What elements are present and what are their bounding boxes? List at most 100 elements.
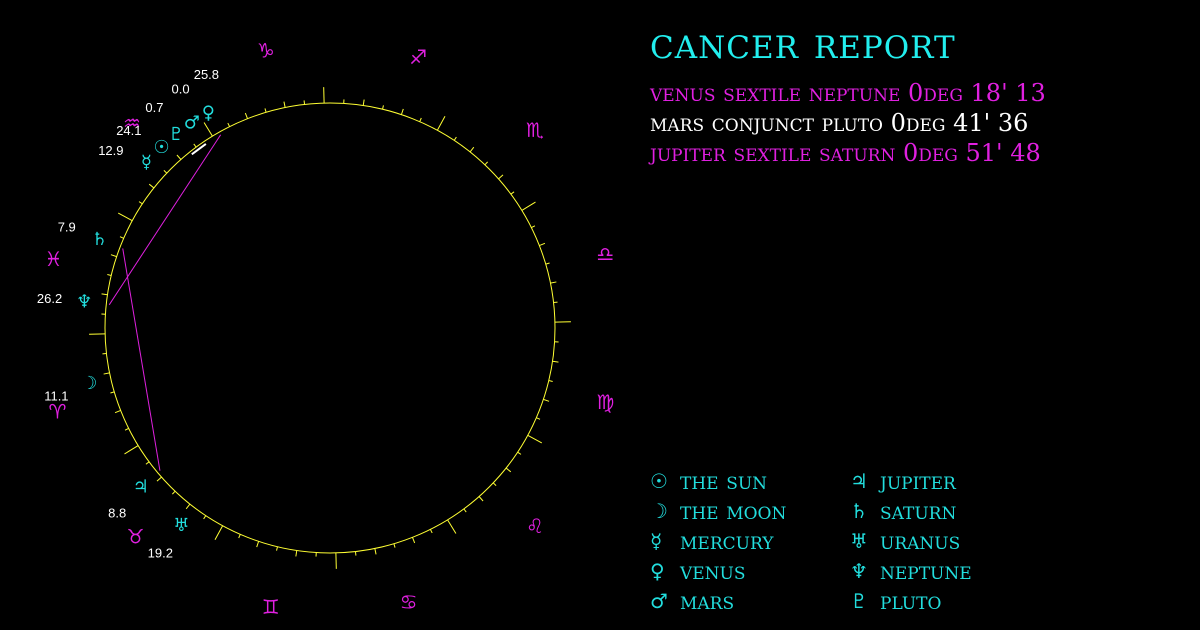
legend-item-saturn: ♄ SATURN	[850, 496, 1050, 526]
wheel-tick	[550, 281, 557, 284]
aspect-line-3: JUPITER SEXTILE SATURN 0DEG 51' 48	[650, 139, 1041, 167]
wheel-tick	[484, 161, 488, 166]
wheel-tick	[103, 372, 110, 375]
neptune-degree-label: 26.2	[37, 291, 62, 306]
moon-degree-label: 11.1	[44, 389, 68, 404]
aspect-lines	[108, 134, 222, 471]
wheel-tick	[124, 427, 129, 431]
planet-legend: ☉ THE SUN ♃ JUPITER ☽ THE MOON ♄ SATURN …	[650, 466, 1050, 616]
legend-item-moon: ☽ THE MOON	[650, 496, 850, 526]
wheel-tick	[119, 236, 124, 239]
zodiac-signs: ♑♐♏♎♍♌♋♊♉♈♓♒	[44, 38, 614, 618]
legend-item-sun: ☉ THE SUN	[650, 466, 850, 496]
sun-degree-label: 24.1	[116, 123, 141, 138]
aquarius-sign-icon: ♒	[123, 111, 141, 135]
wheel-tick	[117, 212, 133, 222]
wheel-tick	[110, 254, 117, 258]
wheel-tick	[492, 482, 497, 486]
legend-item-uranus: ♅ URANUS	[850, 526, 1050, 556]
venus-icon: ♀	[202, 103, 215, 124]
wheel-tick	[124, 445, 139, 455]
wheel-tick	[393, 543, 396, 548]
report-title: CANCER REPORT	[650, 18, 956, 69]
jupiter-icon: ♃	[850, 469, 868, 493]
aspect-line-mars-pluto	[191, 143, 207, 156]
wheel-tick	[203, 122, 213, 137]
saturn-degree-label: 7.9	[58, 219, 76, 234]
venus-degree-label: 25.8	[194, 67, 219, 82]
uranus-icon: ♅	[173, 515, 189, 536]
legend-label: VENUS	[680, 557, 746, 585]
wheel-tick	[429, 529, 433, 534]
legend-label: SATURN	[880, 497, 957, 525]
aspect-list: VENUS SEXTILE NEPTUNE 0DEG 18' 13 MARS C…	[650, 78, 1046, 168]
gemini-sign-icon: ♊	[262, 595, 280, 619]
wheel-tick	[295, 550, 298, 557]
jupiter-degree-label: 8.8	[108, 506, 126, 521]
neptune-icon: ♆	[850, 559, 868, 583]
wheel-tick	[478, 496, 484, 502]
wheel-tick	[101, 293, 108, 296]
wheel-tick	[469, 146, 475, 153]
mercury-degree-label: 12.9	[98, 143, 123, 158]
sun-icon: ☉	[153, 137, 169, 158]
wheel-tick	[453, 136, 457, 141]
legend-label: URANUS	[880, 527, 961, 555]
wheel-tick	[531, 225, 536, 229]
neptune-icon: ♆	[76, 292, 92, 313]
legend-label: MERCURY	[680, 527, 774, 555]
wheel-tick	[156, 476, 162, 482]
wheel-tick	[436, 115, 446, 131]
wheel-tick	[536, 417, 541, 420]
wheel-tick	[276, 546, 278, 551]
wheel-tick	[411, 537, 416, 544]
pluto-degree-label: 0.7	[145, 100, 163, 115]
wheel-tick	[419, 117, 422, 122]
aspect-line-jupiter-saturn	[122, 248, 161, 471]
libra-sign-icon: ♎	[596, 242, 614, 266]
legend-item-neptune: ♆ NEPTUNE	[850, 556, 1050, 586]
wheel-tick	[163, 170, 168, 174]
wheel-tick	[548, 380, 553, 382]
virgo-sign-icon: ♍	[596, 390, 614, 414]
wheel-tick	[185, 503, 191, 510]
wheel-tick	[498, 174, 504, 180]
legend-item-venus: ♀ VENUS	[650, 556, 850, 586]
wheel-tick	[517, 451, 522, 455]
moon-icon: ☽	[81, 373, 97, 394]
wheel-ring	[104, 102, 556, 554]
wheel-tick	[400, 108, 404, 115]
wheel-tick	[521, 201, 536, 211]
mars-icon: ♂	[184, 113, 200, 134]
wheel-tick	[138, 201, 143, 205]
wheel-tick	[283, 101, 286, 108]
sagittarius-sign-icon: ♐	[409, 45, 427, 69]
legend-label: THE SUN	[680, 467, 768, 495]
wheel-tick	[114, 409, 121, 414]
wheel-tick	[362, 99, 365, 106]
legend-label: NEPTUNE	[880, 557, 972, 585]
aries-sign-icon: ♈	[48, 399, 66, 423]
pluto-icon: ♇	[168, 124, 184, 145]
uranus-icon: ♅	[850, 529, 868, 553]
legend-label: MARS	[680, 587, 735, 615]
legend-item-mercury: ☿ MERCURY	[650, 526, 850, 556]
wheel-tick	[447, 519, 457, 534]
wheel-tick	[148, 183, 155, 189]
wheel-tick	[374, 548, 377, 555]
capricorn-sign-icon: ♑	[257, 38, 275, 62]
planet-glyphs: ♀♂♇☉☿♄♆☽♃♅	[76, 103, 215, 536]
legend-item-pluto: ♇ PLUTO	[850, 586, 1050, 616]
wheel-tick	[256, 541, 260, 548]
mars-degree-label: 0.0	[172, 81, 190, 96]
wheel-tick	[244, 112, 249, 119]
wheel-tick	[539, 242, 546, 247]
aspect-line-2: MARS CONJUNCT PLUTO 0DEG 41' 36	[650, 109, 1029, 137]
mars-icon: ♂	[650, 589, 668, 613]
wheel-tick	[227, 122, 231, 127]
wheel-tick	[214, 525, 224, 541]
wheel-tick	[110, 391, 115, 394]
legend-item-jupiter: ♃ JUPITER	[850, 466, 1050, 496]
cancer-sign-icon: ♋	[400, 590, 418, 614]
